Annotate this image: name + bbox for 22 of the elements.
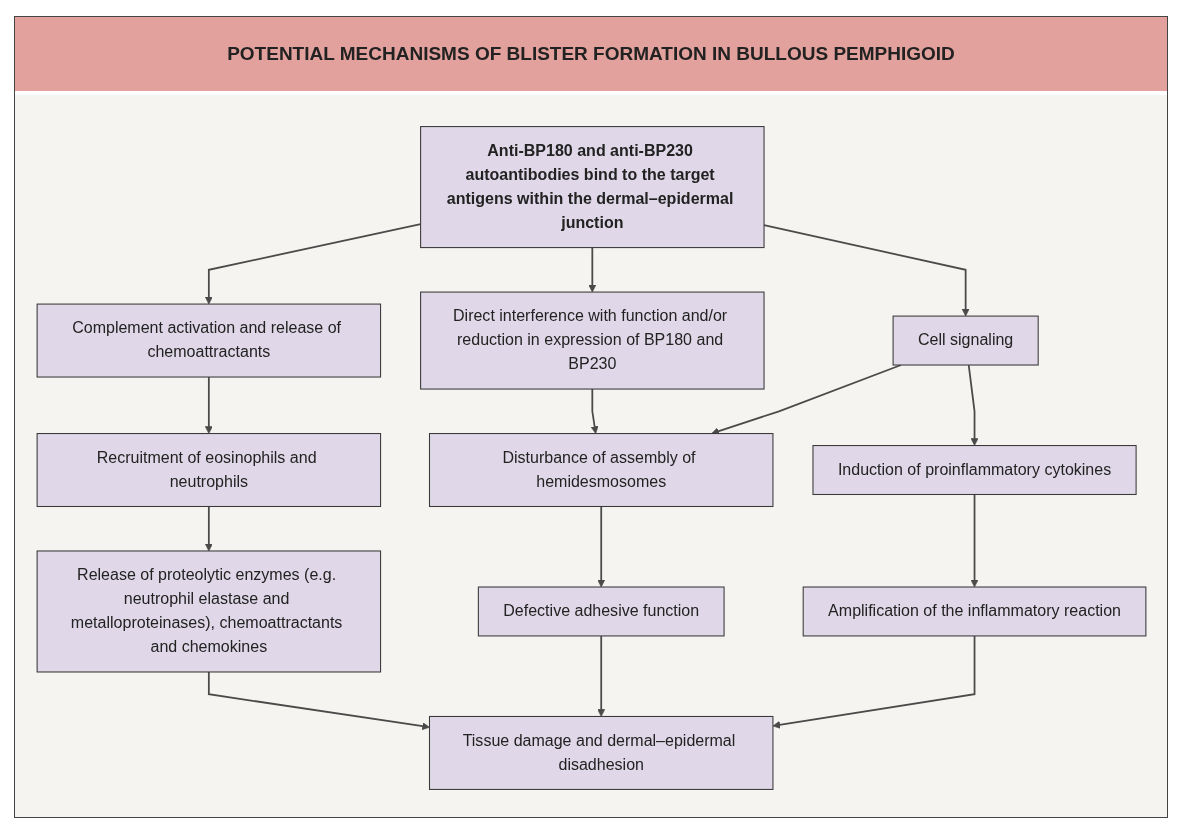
process-box: Anti-BP180 and anti-BP230 autoantibodies bind to the target antigens within the dermal–epidermal junction xyxy=(420,126,765,249)
arrow xyxy=(204,505,213,552)
arrow xyxy=(588,246,597,293)
title-banner: POTENTIAL MECHANISMS OF BLISTER FORMATION IN BULLOUS PEMPHIGOID xyxy=(15,17,1167,95)
process-box: Cell signaling xyxy=(892,315,1039,366)
process-box: Complement activation and release of chemoattractants xyxy=(36,303,382,378)
arrow xyxy=(967,364,979,446)
process-box: Direct interference with function and/or reduction in expression of BP180 and BP230 xyxy=(420,291,765,390)
process-box: Disturbance of assembly of hemidesmosomes xyxy=(428,433,774,508)
process-box: Recruitment of eosinophils and neutrophils xyxy=(36,433,382,508)
arrow xyxy=(207,671,430,731)
arrow xyxy=(772,635,976,729)
process-box: Induction of proinflammatory cytokines xyxy=(812,445,1137,495)
arrow xyxy=(970,493,979,588)
process-box: Amplification of the inflammatory reaction xyxy=(802,586,1147,637)
process-box: Defective adhesive function xyxy=(477,586,725,637)
process-box: Release of proteolytic enzymes (e.g. neutrophil elastase and metalloproteinases), chemoattractants and chemokines xyxy=(36,550,382,673)
arrow xyxy=(204,376,213,434)
process-box: Tissue damage and dermal–epidermal disadhesion xyxy=(428,715,774,790)
arrow xyxy=(597,505,606,588)
arrow xyxy=(590,388,599,434)
arrow xyxy=(597,635,606,717)
